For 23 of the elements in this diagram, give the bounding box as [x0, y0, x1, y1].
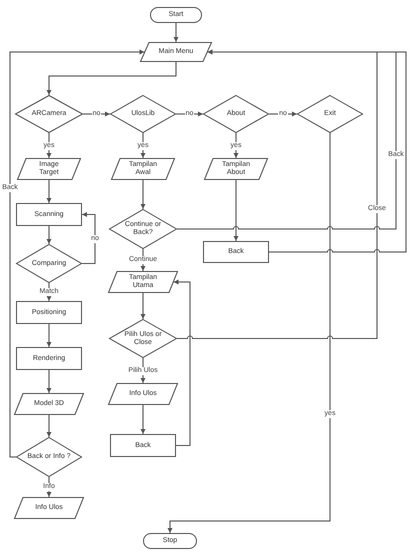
flow-arrow [46, 476, 52, 498]
flow-arrow [46, 282, 52, 302]
flow-arrow [46, 324, 52, 348]
flow-arrow [46, 62, 176, 96]
flow-arrow [207, 50, 406, 252]
flow-arrow [140, 404, 146, 434]
flow-arrow [234, 132, 238, 158]
flow-arrow [174, 22, 178, 42]
flow-arrow [46, 414, 52, 438]
flow-arrow [46, 226, 52, 244]
flow-arrow [140, 132, 146, 158]
flow-arrow [46, 370, 52, 394]
flow-arrow [46, 180, 52, 204]
flow-arrow [173, 280, 190, 446]
flow-arrow [140, 292, 146, 320]
flow-arrow [10, 50, 145, 458]
flow-arrow [176, 50, 396, 230]
flow-arrow [140, 180, 146, 210]
flow-arrow [46, 132, 52, 158]
flow-arrow [234, 180, 238, 242]
flow-arrow [176, 50, 378, 339]
flow-arrow [82, 212, 96, 264]
flow-arrow [168, 132, 330, 534]
